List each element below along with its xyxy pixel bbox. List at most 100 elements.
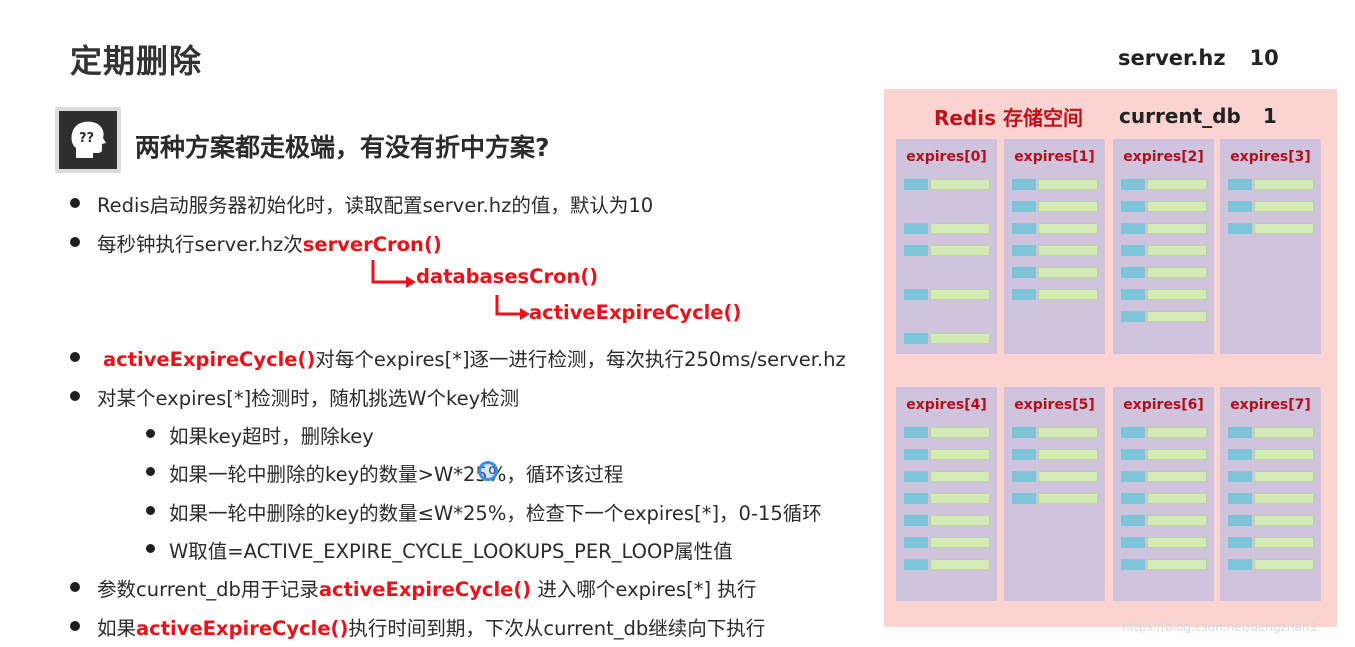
expires-box: expires[7] xyxy=(1220,387,1321,601)
key-block xyxy=(1012,223,1036,234)
bullet-hz-init: Redis启动服务器初始化时，读取配置server.hz的值，默认为10 xyxy=(97,194,654,217)
key-block xyxy=(1121,559,1145,570)
bullet-expires-check: activeExpireCycle()对每个expires[*]逐一进行检测，每… xyxy=(103,343,846,372)
key-block xyxy=(1121,223,1145,234)
expires-label: expires[1] xyxy=(1014,149,1095,165)
key-block xyxy=(1228,201,1252,212)
key-block xyxy=(1012,493,1036,504)
bullet-dot xyxy=(70,582,80,592)
expires-label: expires[6] xyxy=(1123,397,1204,413)
expires-box: expires[3] xyxy=(1220,139,1321,354)
value-block xyxy=(1038,427,1098,438)
value-block xyxy=(930,515,990,526)
sub-bullet-timeout: 如果key超时，删除key xyxy=(169,425,374,448)
bullet-random-w: 对某个expires[*]检测时，随机挑选W个key检测 xyxy=(97,387,520,410)
value-block xyxy=(1254,515,1314,526)
sub-bullet-w-value: W取值=ACTIVE_EXPIRE_CYCLE_LOOKUPS_PER_LOOP… xyxy=(169,540,733,563)
svg-text:??: ?? xyxy=(79,131,94,146)
key-block xyxy=(1121,515,1145,526)
bullet-continue-text: 如果 xyxy=(97,617,137,640)
page-title: 定期删除 xyxy=(70,42,203,80)
key-block xyxy=(1121,289,1145,300)
bullet-continue-tail: 执行时间到期，下次从current_db继续向下执行 xyxy=(348,617,766,640)
key-block xyxy=(904,223,928,234)
key-block xyxy=(904,179,928,190)
value-block xyxy=(1254,427,1314,438)
bullet-dot xyxy=(70,198,80,208)
key-block xyxy=(1121,245,1145,256)
activeexpirecycle-function: activeExpireCycle() xyxy=(318,578,532,601)
value-block xyxy=(1038,471,1098,482)
server-hz-value: 10 xyxy=(1249,46,1279,70)
value-block xyxy=(1147,223,1207,234)
value-block xyxy=(930,493,990,504)
key-block xyxy=(1012,449,1036,460)
value-block xyxy=(930,245,990,256)
value-block xyxy=(1147,559,1207,570)
key-block xyxy=(1121,179,1145,190)
value-block xyxy=(1147,245,1207,256)
expires-box: expires[1] xyxy=(1004,139,1105,354)
key-block xyxy=(1228,559,1252,570)
value-block xyxy=(930,333,990,344)
key-block xyxy=(904,245,928,256)
value-block xyxy=(1147,289,1207,300)
key-block xyxy=(1228,427,1252,438)
question-head-icon: ?? xyxy=(55,107,121,173)
key-block xyxy=(904,493,928,504)
key-block xyxy=(1121,267,1145,278)
activeexpirecycle-function: activeExpireCycle() xyxy=(136,617,349,640)
expires-label: expires[7] xyxy=(1230,397,1311,413)
expires-label: expires[4] xyxy=(906,397,987,413)
panel-title: Redis 存储空间 xyxy=(934,106,1084,130)
value-block xyxy=(1147,427,1207,438)
value-block xyxy=(1038,493,1098,504)
expires-box: expires[6] xyxy=(1113,387,1214,601)
server-hz-label: server.hz xyxy=(1118,46,1226,70)
key-block xyxy=(904,289,928,300)
key-block xyxy=(1012,267,1036,278)
value-block xyxy=(1038,179,1098,190)
bullet-dot xyxy=(70,621,80,631)
databasescron-function: databasesCron() xyxy=(416,265,599,288)
value-block xyxy=(1147,471,1207,482)
value-block xyxy=(1254,559,1314,570)
current-db-label: current_db xyxy=(1119,104,1241,128)
bullet-servercron-text: 每秒钟执行server.hz次 xyxy=(97,233,303,256)
mouse-cursor-icon xyxy=(478,461,498,481)
value-block xyxy=(930,179,990,190)
key-block xyxy=(1012,471,1036,482)
bullet-current-db-tail: 进入哪个expires[*] 执行 xyxy=(531,578,757,601)
value-block xyxy=(1254,493,1314,504)
expires-box: expires[2] xyxy=(1113,139,1214,354)
key-block xyxy=(1228,223,1252,234)
value-block xyxy=(1147,201,1207,212)
value-block xyxy=(930,559,990,570)
value-block xyxy=(930,223,990,234)
key-block xyxy=(1228,493,1252,504)
server-hz-setting: server.hz 10 xyxy=(1118,46,1279,70)
key-block xyxy=(904,515,928,526)
bullet-servercron: 每秒钟执行server.hz次serverCron() xyxy=(97,228,442,257)
bullet-expires-check-text: 对每个expires[*]逐一进行检测，每次执行250ms/server.hz xyxy=(315,348,846,371)
current-db-value: 1 xyxy=(1262,104,1277,128)
key-block xyxy=(1121,311,1145,322)
value-block xyxy=(1038,201,1098,212)
value-block xyxy=(1254,179,1314,190)
call-arrow-icon xyxy=(495,295,530,320)
key-block xyxy=(904,427,928,438)
key-block xyxy=(1012,289,1036,300)
key-block xyxy=(904,333,928,344)
value-block xyxy=(1147,515,1207,526)
watermark: https://blog.csdn.net/dengzhan1 xyxy=(1122,620,1318,634)
expires-label: expires[3] xyxy=(1230,149,1311,165)
current-db-indicator: current_db 1 xyxy=(1119,104,1277,128)
value-block xyxy=(1038,289,1098,300)
value-block xyxy=(930,289,990,300)
key-block xyxy=(1228,537,1252,548)
value-block xyxy=(1038,245,1098,256)
bullet-continue: 如果activeExpireCycle()执行时间到期，下次从current_d… xyxy=(97,612,765,641)
key-block xyxy=(1012,245,1036,256)
key-block xyxy=(1228,449,1252,460)
